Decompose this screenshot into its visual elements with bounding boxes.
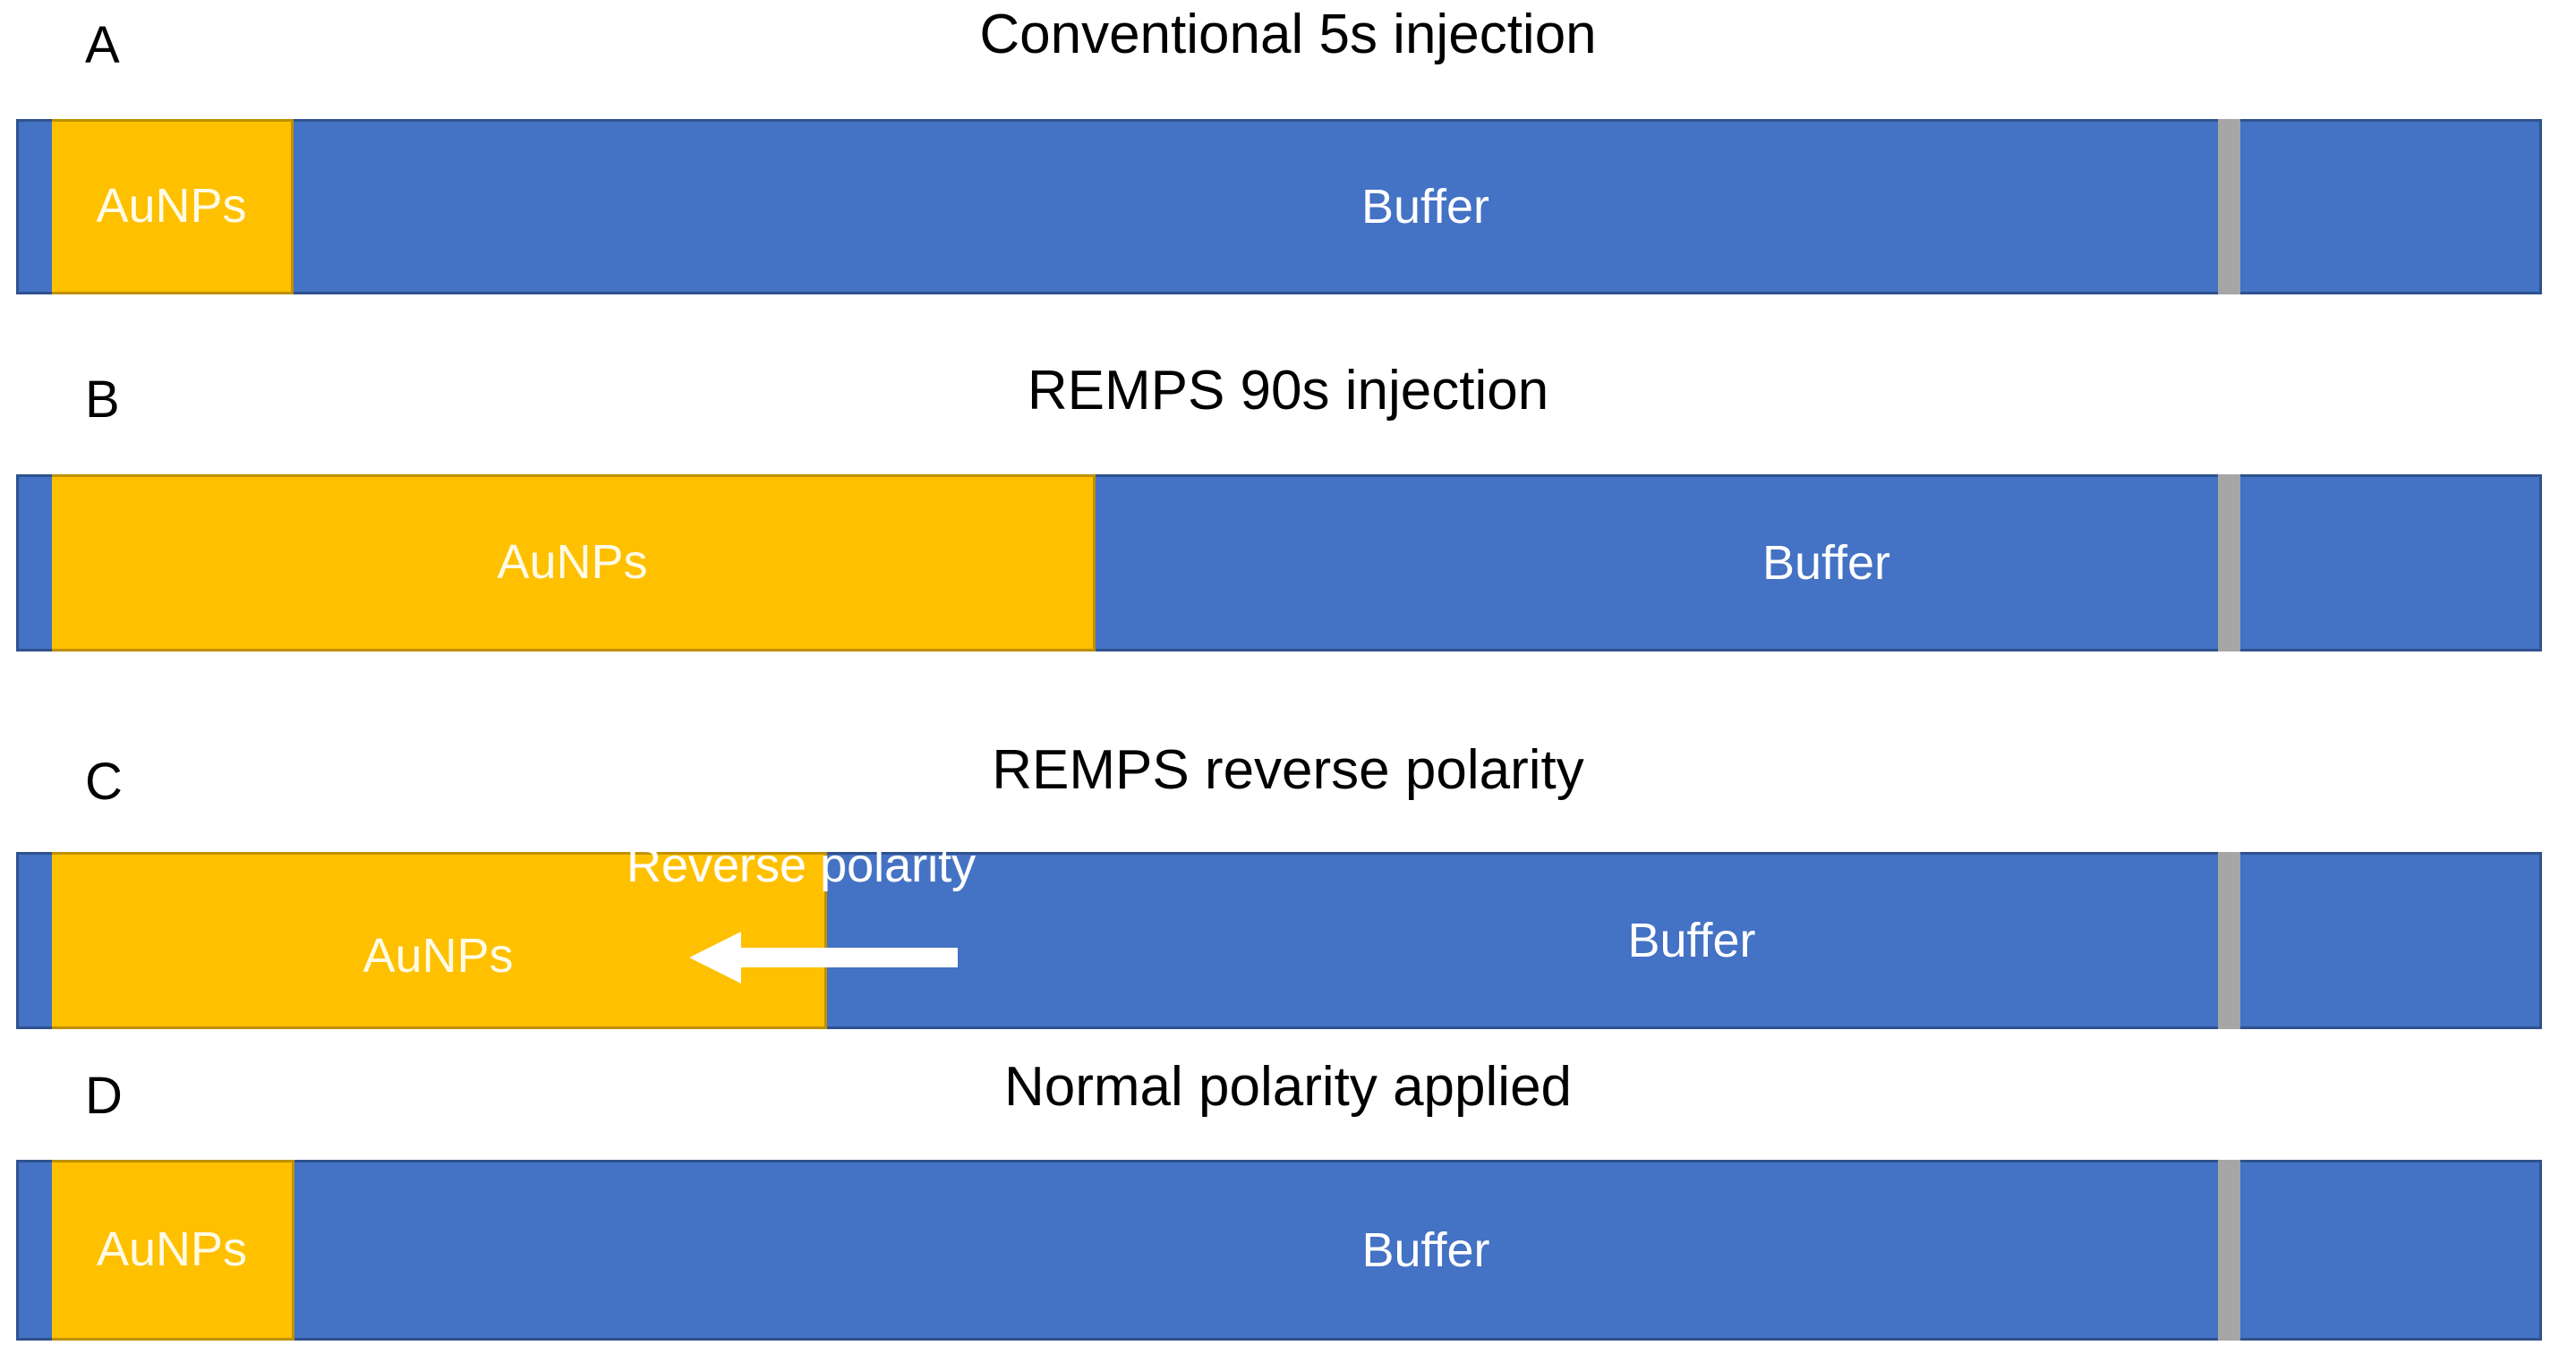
panel-letter-a: A xyxy=(85,16,120,74)
aunps-plug-a: AuNPs xyxy=(52,119,294,294)
capillary-channel-b: Buffer AuNPs xyxy=(16,474,2542,651)
aunps-label-d: AuNPs xyxy=(96,1222,248,1276)
panel-letter-b: B xyxy=(85,370,120,429)
detection-window-d xyxy=(2218,1160,2240,1341)
panel-title-c: REMPS reverse polarity xyxy=(992,739,1584,801)
capillary-channel-a: Buffer AuNPs xyxy=(16,119,2542,294)
buffer-label-a: Buffer xyxy=(1361,180,1490,234)
aunps-plug-d: AuNPs xyxy=(52,1160,294,1341)
panel-letter-d: D xyxy=(85,1067,123,1125)
panel-title-a: Conventional 5s injection xyxy=(979,4,1597,65)
aunps-label-b: AuNPs xyxy=(497,535,648,589)
detection-window-b xyxy=(2218,474,2240,651)
buffer-label-c: Buffer xyxy=(1627,914,1756,967)
panel-title-b: REMPS 90s injection xyxy=(1027,360,1549,422)
panel-letter-c: C xyxy=(85,753,123,811)
detection-window-a xyxy=(2218,119,2240,294)
aunps-plug-b: AuNPs xyxy=(52,474,1096,651)
buffer-label-d: Buffer xyxy=(1361,1223,1490,1277)
aunps-plug-c: AuNPs xyxy=(52,852,827,1029)
aunps-label-c: AuNPs xyxy=(363,929,514,983)
capillary-channel-c: Buffer AuNPs xyxy=(16,852,2542,1029)
panel-title-d: Normal polarity applied xyxy=(1003,1056,1573,1118)
aunps-label-a: AuNPs xyxy=(96,179,247,233)
buffer-label-b: Buffer xyxy=(1761,536,1891,590)
detection-window-c xyxy=(2218,852,2240,1029)
capillary-channel-d: Buffer AuNPs xyxy=(16,1160,2542,1341)
